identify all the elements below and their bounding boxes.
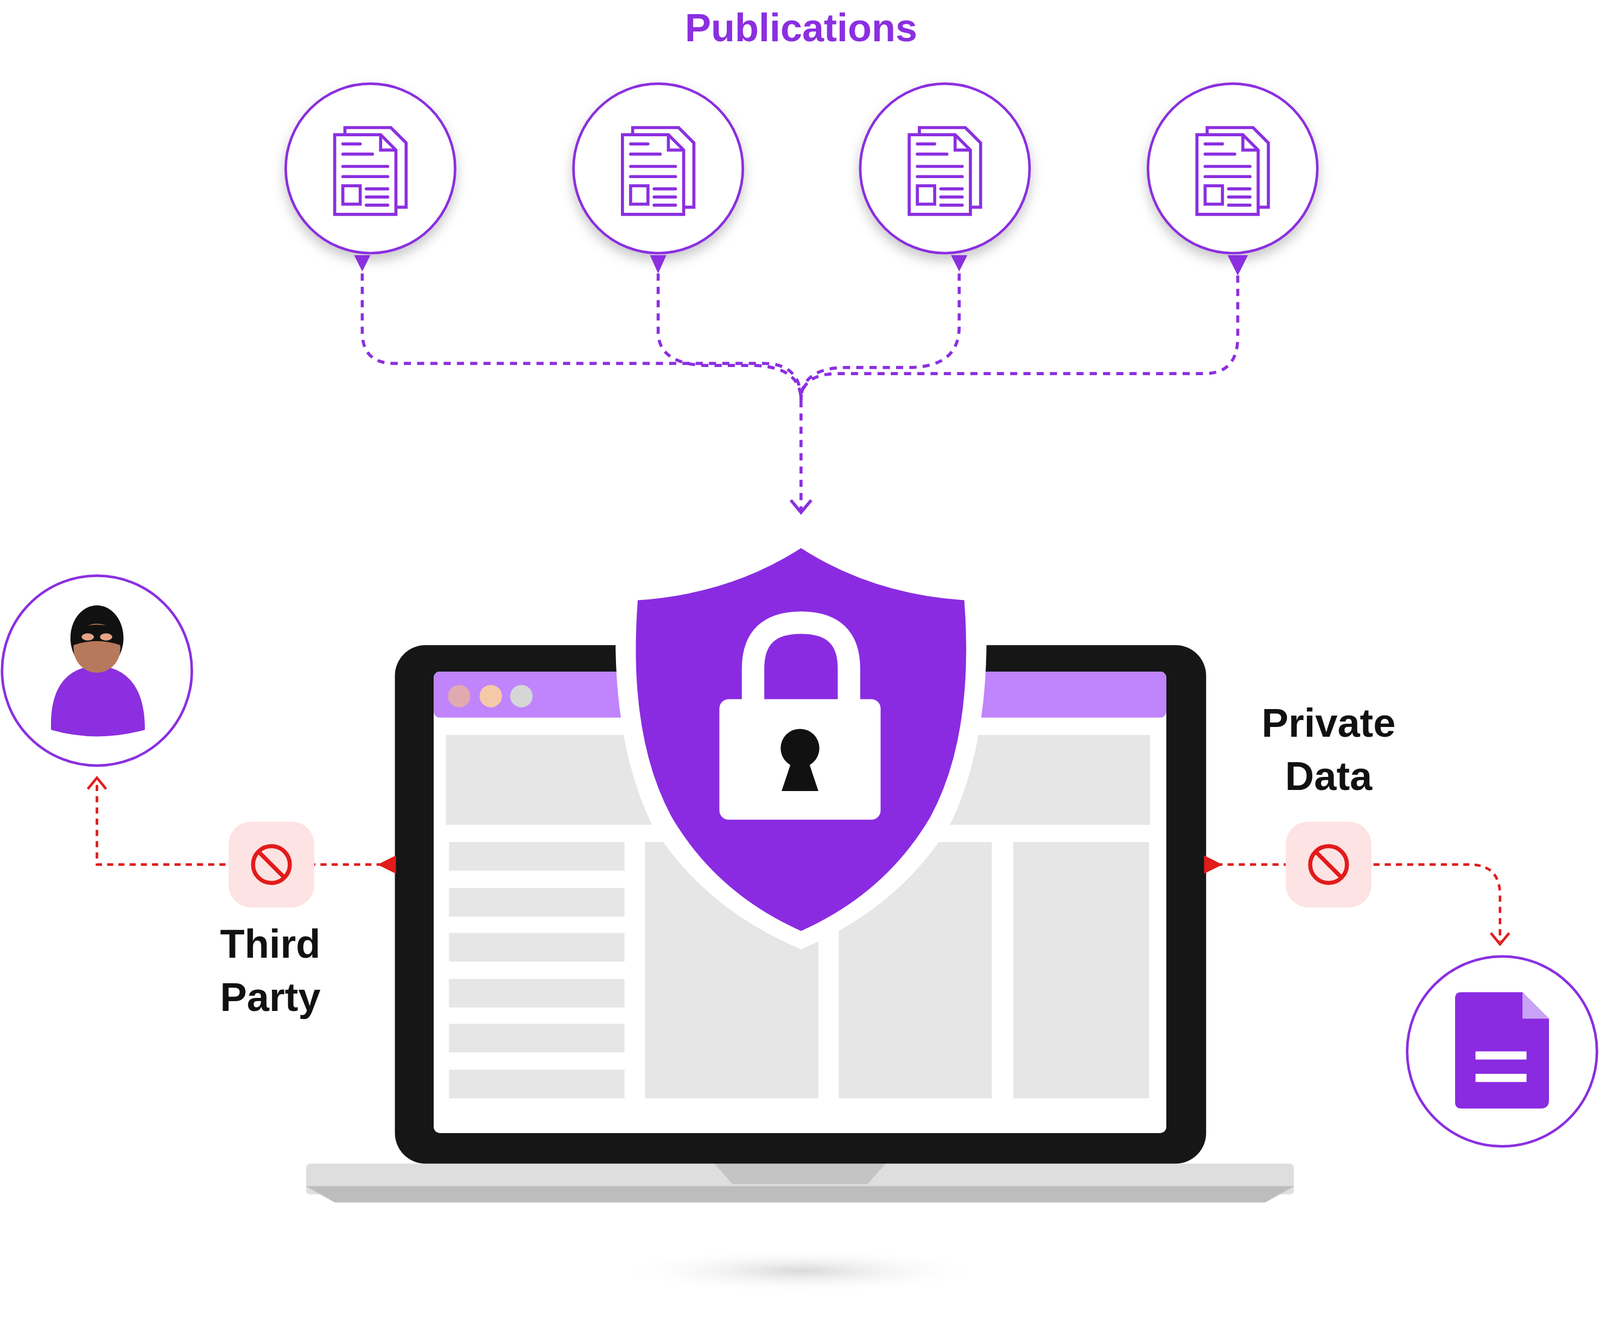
publication-icons: [285, 83, 455, 253]
diagram-title: Publications: [684, 4, 918, 52]
laptop: [448, 1069, 625, 1098]
publication-icons: [353, 255, 1248, 276]
hacker-icon: [2, 575, 193, 766]
shield: [615, 525, 987, 949]
merge-lines: [799, 400, 803, 511]
hacker-icon: [99, 633, 113, 641]
publication-icons: [950, 255, 968, 272]
side-label: Third Party: [219, 917, 321, 1024]
laptop: [448, 841, 625, 871]
hacker-icon: [51, 665, 145, 737]
laptop: [448, 932, 625, 962]
laptop: [306, 1185, 1294, 1203]
laptop: [447, 684, 471, 708]
publication-icons: [860, 83, 1030, 253]
publication-icons: [909, 127, 981, 215]
merge-lines: [790, 499, 812, 513]
merge-lines: [801, 273, 960, 400]
shield: [636, 548, 967, 931]
publication-icons: [353, 255, 371, 272]
laptop: [448, 887, 625, 917]
private-file-icon: [1522, 991, 1549, 1019]
shield: [753, 622, 850, 703]
publication-icons: [860, 83, 1030, 253]
laptop: [510, 684, 533, 708]
laptop: [448, 1023, 625, 1053]
merge-lines: [801, 275, 1238, 400]
publication-icons: [573, 83, 744, 253]
shield: [615, 525, 987, 949]
laptop: [448, 978, 625, 1008]
private-file-icon: [1475, 1073, 1527, 1082]
publication-icons: [1147, 83, 1318, 253]
block-badge: [228, 821, 315, 907]
hacker-icon: [73, 624, 120, 646]
shield: [781, 757, 819, 791]
private-file-icon: [1455, 991, 1549, 1108]
publication-icons: [1147, 83, 1318, 253]
hacker-icon: [81, 633, 94, 641]
laptop: [714, 1163, 886, 1184]
merge-lines: [362, 273, 801, 400]
publication-icons: [573, 83, 744, 253]
publication-icons: [1227, 255, 1249, 276]
blocked-links: [87, 777, 107, 790]
publication-icons: [285, 83, 1318, 276]
blocked-links: [87, 777, 1510, 944]
publication-icons: [1196, 127, 1269, 215]
hacker-icon: [2, 575, 193, 766]
side-label: Private Data: [1261, 696, 1396, 803]
laptop: [1013, 841, 1149, 1098]
publication-icons: [334, 127, 407, 215]
hacker-icon: [73, 623, 120, 673]
private-file-icon: [1407, 956, 1598, 1147]
private-file-icon: [1475, 1050, 1527, 1059]
publication-icons: [650, 255, 667, 274]
publication-icons: [285, 83, 455, 253]
floor-shadow: [617, 1247, 985, 1293]
red-pointer: [1204, 855, 1223, 874]
merge-lines: [362, 273, 1238, 513]
laptop: [479, 684, 503, 708]
block-badge: [1285, 821, 1372, 907]
red-pointer: [377, 855, 397, 874]
merge-lines: [658, 273, 802, 400]
blocked-links: [1490, 932, 1510, 944]
private-file-icon: [1407, 956, 1598, 1147]
publication-icons: [622, 127, 695, 215]
shield: [719, 699, 881, 820]
